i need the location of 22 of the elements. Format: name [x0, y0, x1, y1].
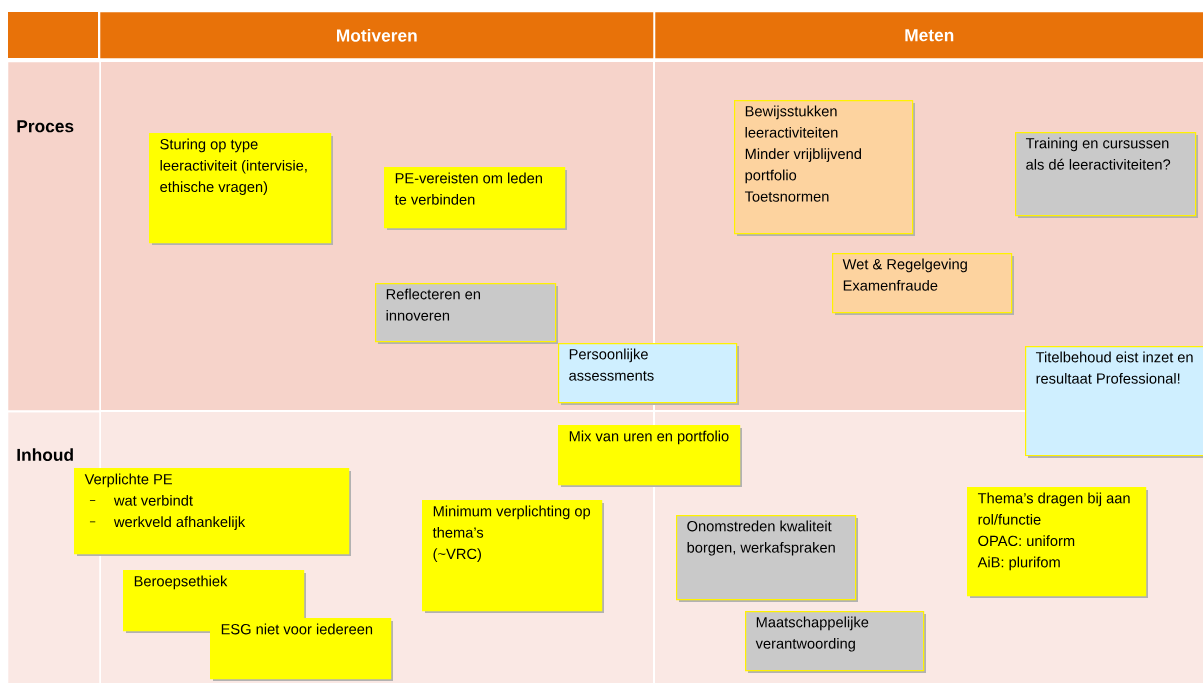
sticky-note: Sturing op type leeractiviteit (intervisie, ethische vragen)	[149, 133, 333, 245]
sticky-note: Reflecteren en innoveren	[375, 283, 558, 344]
node-label: Motiveren	[336, 28, 417, 42]
column-header: Meten	[655, 12, 1203, 59]
sticky-note: PE-vereisten om leden te verbinden	[384, 167, 567, 230]
node-label: Inhoud	[17, 448, 73, 461]
sticky-note: Maatschappelijke verantwoording	[745, 611, 926, 673]
node-label: Proces	[17, 120, 74, 133]
sticky-note: Titelbehoud eist inzet en resultaat Professional!	[1025, 346, 1203, 458]
row-header: Proces	[8, 62, 100, 411]
sticky-note: Training en cursussen als dé leeractiviteiten?	[1015, 132, 1198, 218]
sticky-note: Mix van uren en portfolio	[558, 425, 742, 487]
sticky-note: Minimum verplichting op thema’s (~VRC)	[422, 500, 604, 613]
sticky-note: ESG niet voor iedereen	[210, 618, 393, 681]
sticky-note: Onomstreden kwaliteit borgen, werkafspraken	[676, 515, 858, 602]
sticky-note: Verplichte PE wat verbindt werkveld afhankelijk	[74, 468, 351, 556]
sticky-note: Persoonlijke assessments	[558, 343, 739, 405]
sticky-note: Wet & Regelgeving Examenfraude	[832, 253, 1014, 315]
node-label: Meten	[905, 29, 954, 42]
sticky-note: Thema’s dragen bij aan rol/functie OPAC: uniform AiB: plurifom	[967, 487, 1148, 598]
column-header: Motiveren	[100, 12, 654, 59]
sticky-note: Bewijsstukken leeractiviteiten Minder vrijblijvend portfolio Toetsnormen	[734, 100, 915, 236]
